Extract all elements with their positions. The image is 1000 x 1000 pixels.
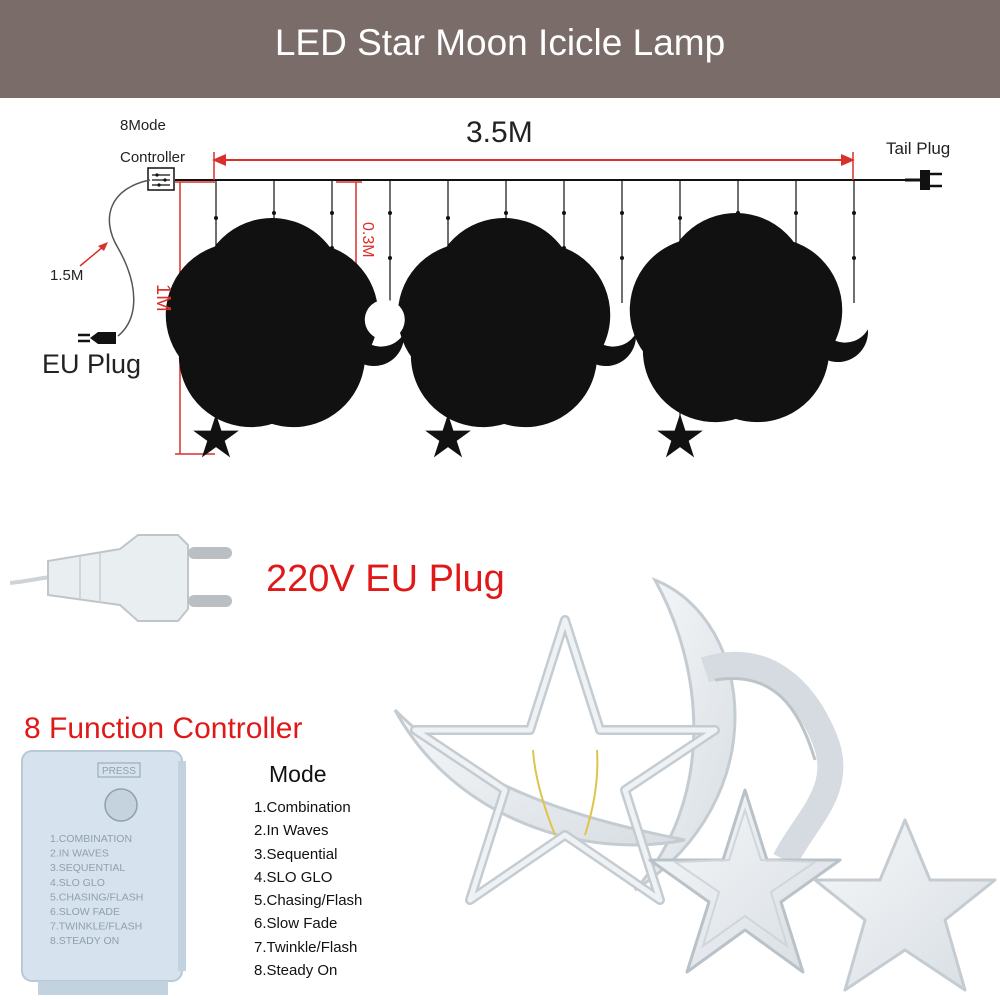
power-cable <box>108 179 151 337</box>
tail-plug-label: Tail Plug <box>886 139 950 158</box>
box-mode-item: 4.SLO GLO <box>50 877 105 889</box>
moon-icons <box>344 299 868 366</box>
mode-item: 4.SLO GLO <box>254 868 333 886</box>
length-label: 3.5M <box>466 116 533 149</box>
lamp-product-photo <box>393 577 997 992</box>
box-mode-list: 1.COMBINATION 2.IN WAVES 3.SEQUENTIAL 4.SLO… <box>50 833 143 947</box>
tail-plug-icon <box>905 170 942 190</box>
controller-icon <box>147 167 175 191</box>
page-title: LED Star Moon Icicle Lamp <box>274 22 726 63</box>
box-mode-item: 2.IN WAVES <box>50 848 109 860</box>
controller-box-photo: PRESS 1.COMBINATION 2.IN WAVES 3.SEQUENTIA… <box>21 750 186 995</box>
box-mode-item: 7.TWINKLE/FLASH <box>50 921 142 933</box>
box-mode-item: 5.CHASING/FLASH <box>50 891 143 903</box>
mode-item: 5.Chasing/Flash <box>254 892 363 910</box>
eu-plug-photo <box>10 534 232 622</box>
voltage-label: 220V EU Plug <box>266 558 505 600</box>
box-press-label: PRESS <box>102 766 136 777</box>
short-drop-label: 0.3M <box>359 222 376 258</box>
controller-label-1: 8Mode <box>120 117 166 134</box>
mode-title: Mode <box>269 761 327 787</box>
eu-plug-icon <box>78 332 116 344</box>
cable-length-label: 1.5M <box>50 267 83 284</box>
box-mode-item: 3.SEQUENTIAL <box>50 862 125 874</box>
mode-item: 3.Sequential <box>254 845 338 863</box>
mode-item: 6.Slow Fade <box>254 915 338 933</box>
mode-item: 1.Combination <box>254 799 351 816</box>
box-mode-item: 8.STEADY ON <box>50 935 119 947</box>
title-banner: LED Star Moon Icicle Lamp <box>0 0 1000 98</box>
box-mode-item: 1.COMBINATION <box>50 833 132 845</box>
outline-star-icons <box>238 285 770 355</box>
eu-plug-label: EU Plug <box>42 349 141 379</box>
mode-item: 8.Steady On <box>254 962 338 980</box>
controller-title: 8 Function Controller <box>24 712 303 745</box>
mode-item: 7.Twinkle/Flash <box>254 938 358 956</box>
box-mode-item: 6.SLOW FADE <box>50 906 120 918</box>
mode-item: 2.In Waves <box>254 822 329 840</box>
mode-list: 1.Combination 2.In Waves 3.Sequential 4.… <box>254 796 362 982</box>
height-label: 1M <box>152 284 174 312</box>
dimension-diagram: 8Mode Controller 3.5M Tail Plug 1.5M EU … <box>42 116 950 458</box>
controller-label-2: Controller <box>120 149 185 166</box>
